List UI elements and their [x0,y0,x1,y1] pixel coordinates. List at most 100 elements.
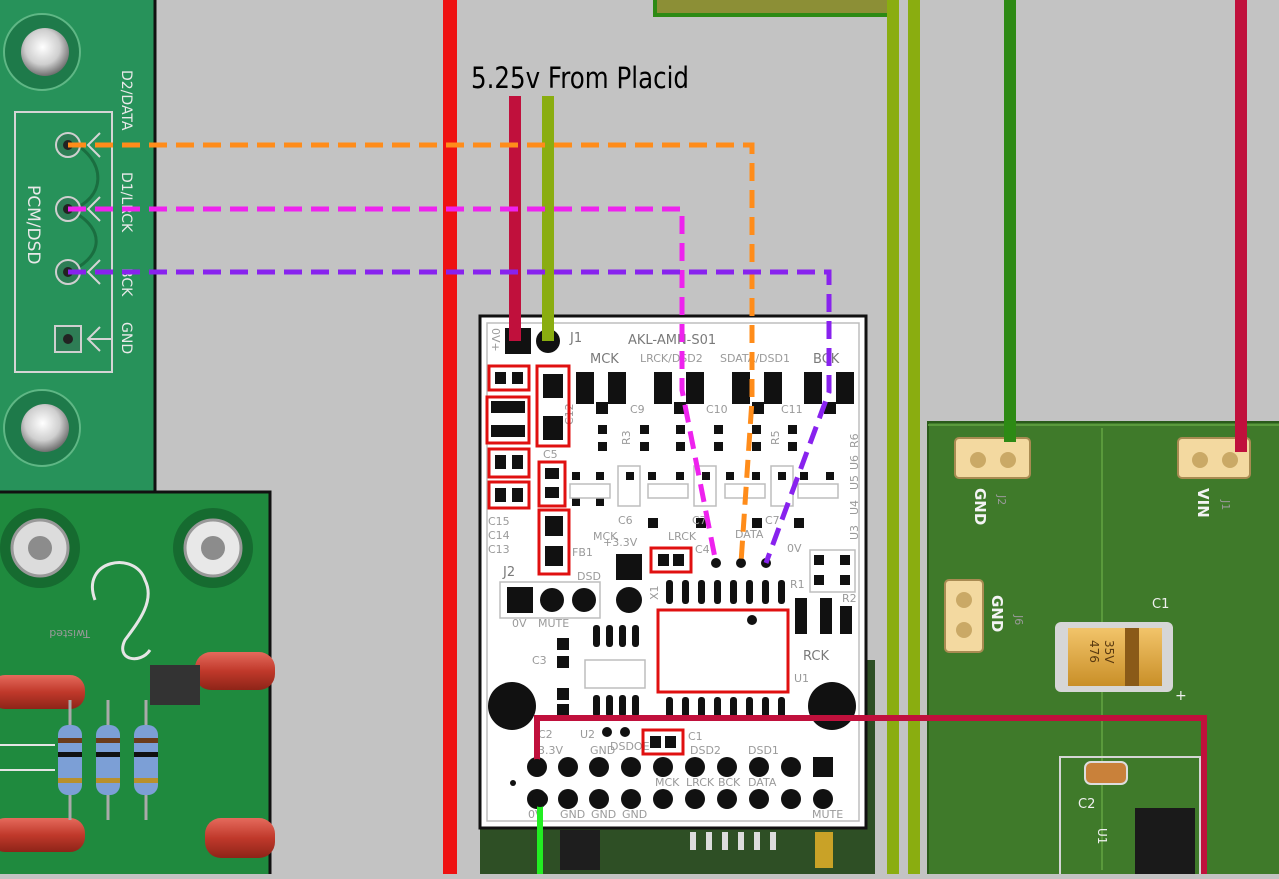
mck-small-label: MCK [593,530,618,543]
0v-small-label: 0V [787,542,802,555]
pin-label-d2-data: D2/DATA [118,70,134,131]
hdr-top-dsd2: DSD2 [690,744,721,757]
capacitor-icon [1084,761,1128,785]
resistor-icon [134,700,158,820]
mounting-hole-icon [21,404,69,452]
akl-module: AKL-AMN-S01 J1 0V+ MCK LRCK/DSD2 SDATA/D… [478,314,868,830]
c4-label: C4 [695,543,710,556]
hdr-bot-gnd1: GND [560,808,585,821]
lrck-small-label: LRCK [668,530,697,543]
mounting-hole-icon [488,682,536,730]
j1-vin-label: VIN [1194,488,1212,518]
signal-pads [576,372,854,414]
capacitor-icon [0,818,85,852]
j6-gnd-label: GND [988,595,1006,632]
smd-pads [572,425,834,528]
pcm-dsd-label: PCM/DSD [23,185,43,265]
pin-label-d1-lrck: D1/LRCK [118,172,134,233]
header-pin-square [54,325,82,353]
capacitor-icon [205,818,275,858]
u4-label: U4 [848,500,861,515]
power-source-label: 5.25v From Placid [471,61,689,95]
r1-label: R1 [790,578,805,591]
r5-label: R5 [769,430,782,445]
highlighted-components [485,364,693,756]
hdr-bot-gnd2: GND [591,808,616,821]
c3-label: C3 [532,654,547,667]
purple-bck-signal [68,269,832,564]
hdr-top-dsdoe: DSDOE [610,740,650,753]
x1-label: X1 [648,585,661,600]
module-title: AKL-AMN-S01 [628,333,716,348]
rck-label: RCK [803,649,829,664]
c2-label: C2 [538,728,553,741]
bck-label: BCK [813,352,840,367]
lrck-dsd2-label: LRCK/DSD2 [640,352,703,365]
mute-label: MUTE [538,617,569,630]
dsd-label: DSD [577,570,601,583]
hdr-top-gnd: GND [590,744,615,757]
hdr-bot-mute: MUTE [812,808,843,821]
j2-ref: J2 [995,494,1008,505]
data-small-label: DATA [735,528,764,541]
wires [68,0,1247,879]
plus-mark: + [1175,688,1187,704]
mck-label: MCK [590,352,619,367]
c13-label: C13 [488,543,510,556]
resistor-icon [58,700,82,820]
hdr-top-dsd1: DSD1 [748,744,779,757]
fb1-label: FB1 [572,546,593,559]
j1-label: J1 [569,331,582,346]
u1-label: U1 [794,672,809,685]
twisted-silk-label: Twisted [49,627,91,640]
hdr-bot-mck: MCK [655,776,680,789]
right-pcb: GND J2 VIN J1 GND J6 C1 35V 476 + C2 U1 [927,421,1279,879]
u3-label: U3 [848,525,861,540]
sdata-dsd1-label: SDATA/DSD1 [720,352,790,365]
c1-label: C1 [688,730,703,743]
r6-label: R6 [848,433,861,448]
mounting-hole-icon [808,682,856,730]
top-board-edge [653,0,897,17]
cap-text-value: 476 [1087,640,1101,663]
j1-ref: J1 [1219,499,1232,510]
c9-label: C9 [630,403,645,416]
pcm-dsd-board: PCM/DSD D2/DATA D1/LRCK BCK GND [0,0,157,497]
capacitor-icon [0,675,85,709]
pin-label-gnd: GND [118,322,134,354]
hdr-top-3v3: 3.3V [538,744,563,757]
ic-pins-top [666,580,785,604]
c2-ref: C2 [1078,797,1095,812]
ic-chip-icon [1135,808,1195,874]
hdr-bot-bck: BCK [718,776,741,789]
magenta-lrck-signal [68,206,719,564]
connector-j1 [1177,437,1251,479]
c14-label: C14 [488,529,510,542]
plus-label: 0V+ [489,328,502,352]
r2-label: R2 [842,592,857,605]
c5-label: C5 [543,448,558,461]
left-pcb-photo: Twisted [0,490,275,879]
capacitor-icon [195,652,275,690]
c6-label: C6 [618,514,633,527]
crimson-3v3-wire [534,715,1207,879]
u2-pins [593,625,639,717]
u2-label: U2 [580,728,595,741]
rail-label: +3.3V [603,536,638,549]
r3-label: R3 [620,430,633,445]
c15-label: C15 [488,515,510,528]
pin-label-bck: BCK [118,268,134,297]
c8-label: C7 [765,514,780,527]
cap-text-voltage: 35V [1102,640,1116,664]
j2-label: J2 [502,565,515,580]
0v-label: 0V [512,617,527,630]
hdr-bot-data: DATA [748,776,777,789]
hdr-bot-gnd3: GND [622,808,647,821]
c1-ref: C1 [1152,597,1169,612]
hdr-bot-lrck: LRCK [686,776,715,789]
u1-ref: U1 [1095,828,1109,844]
u5-label: U5 [848,475,861,490]
j2-gnd-label: GND [971,488,989,525]
c10-label: C10 [706,403,728,416]
